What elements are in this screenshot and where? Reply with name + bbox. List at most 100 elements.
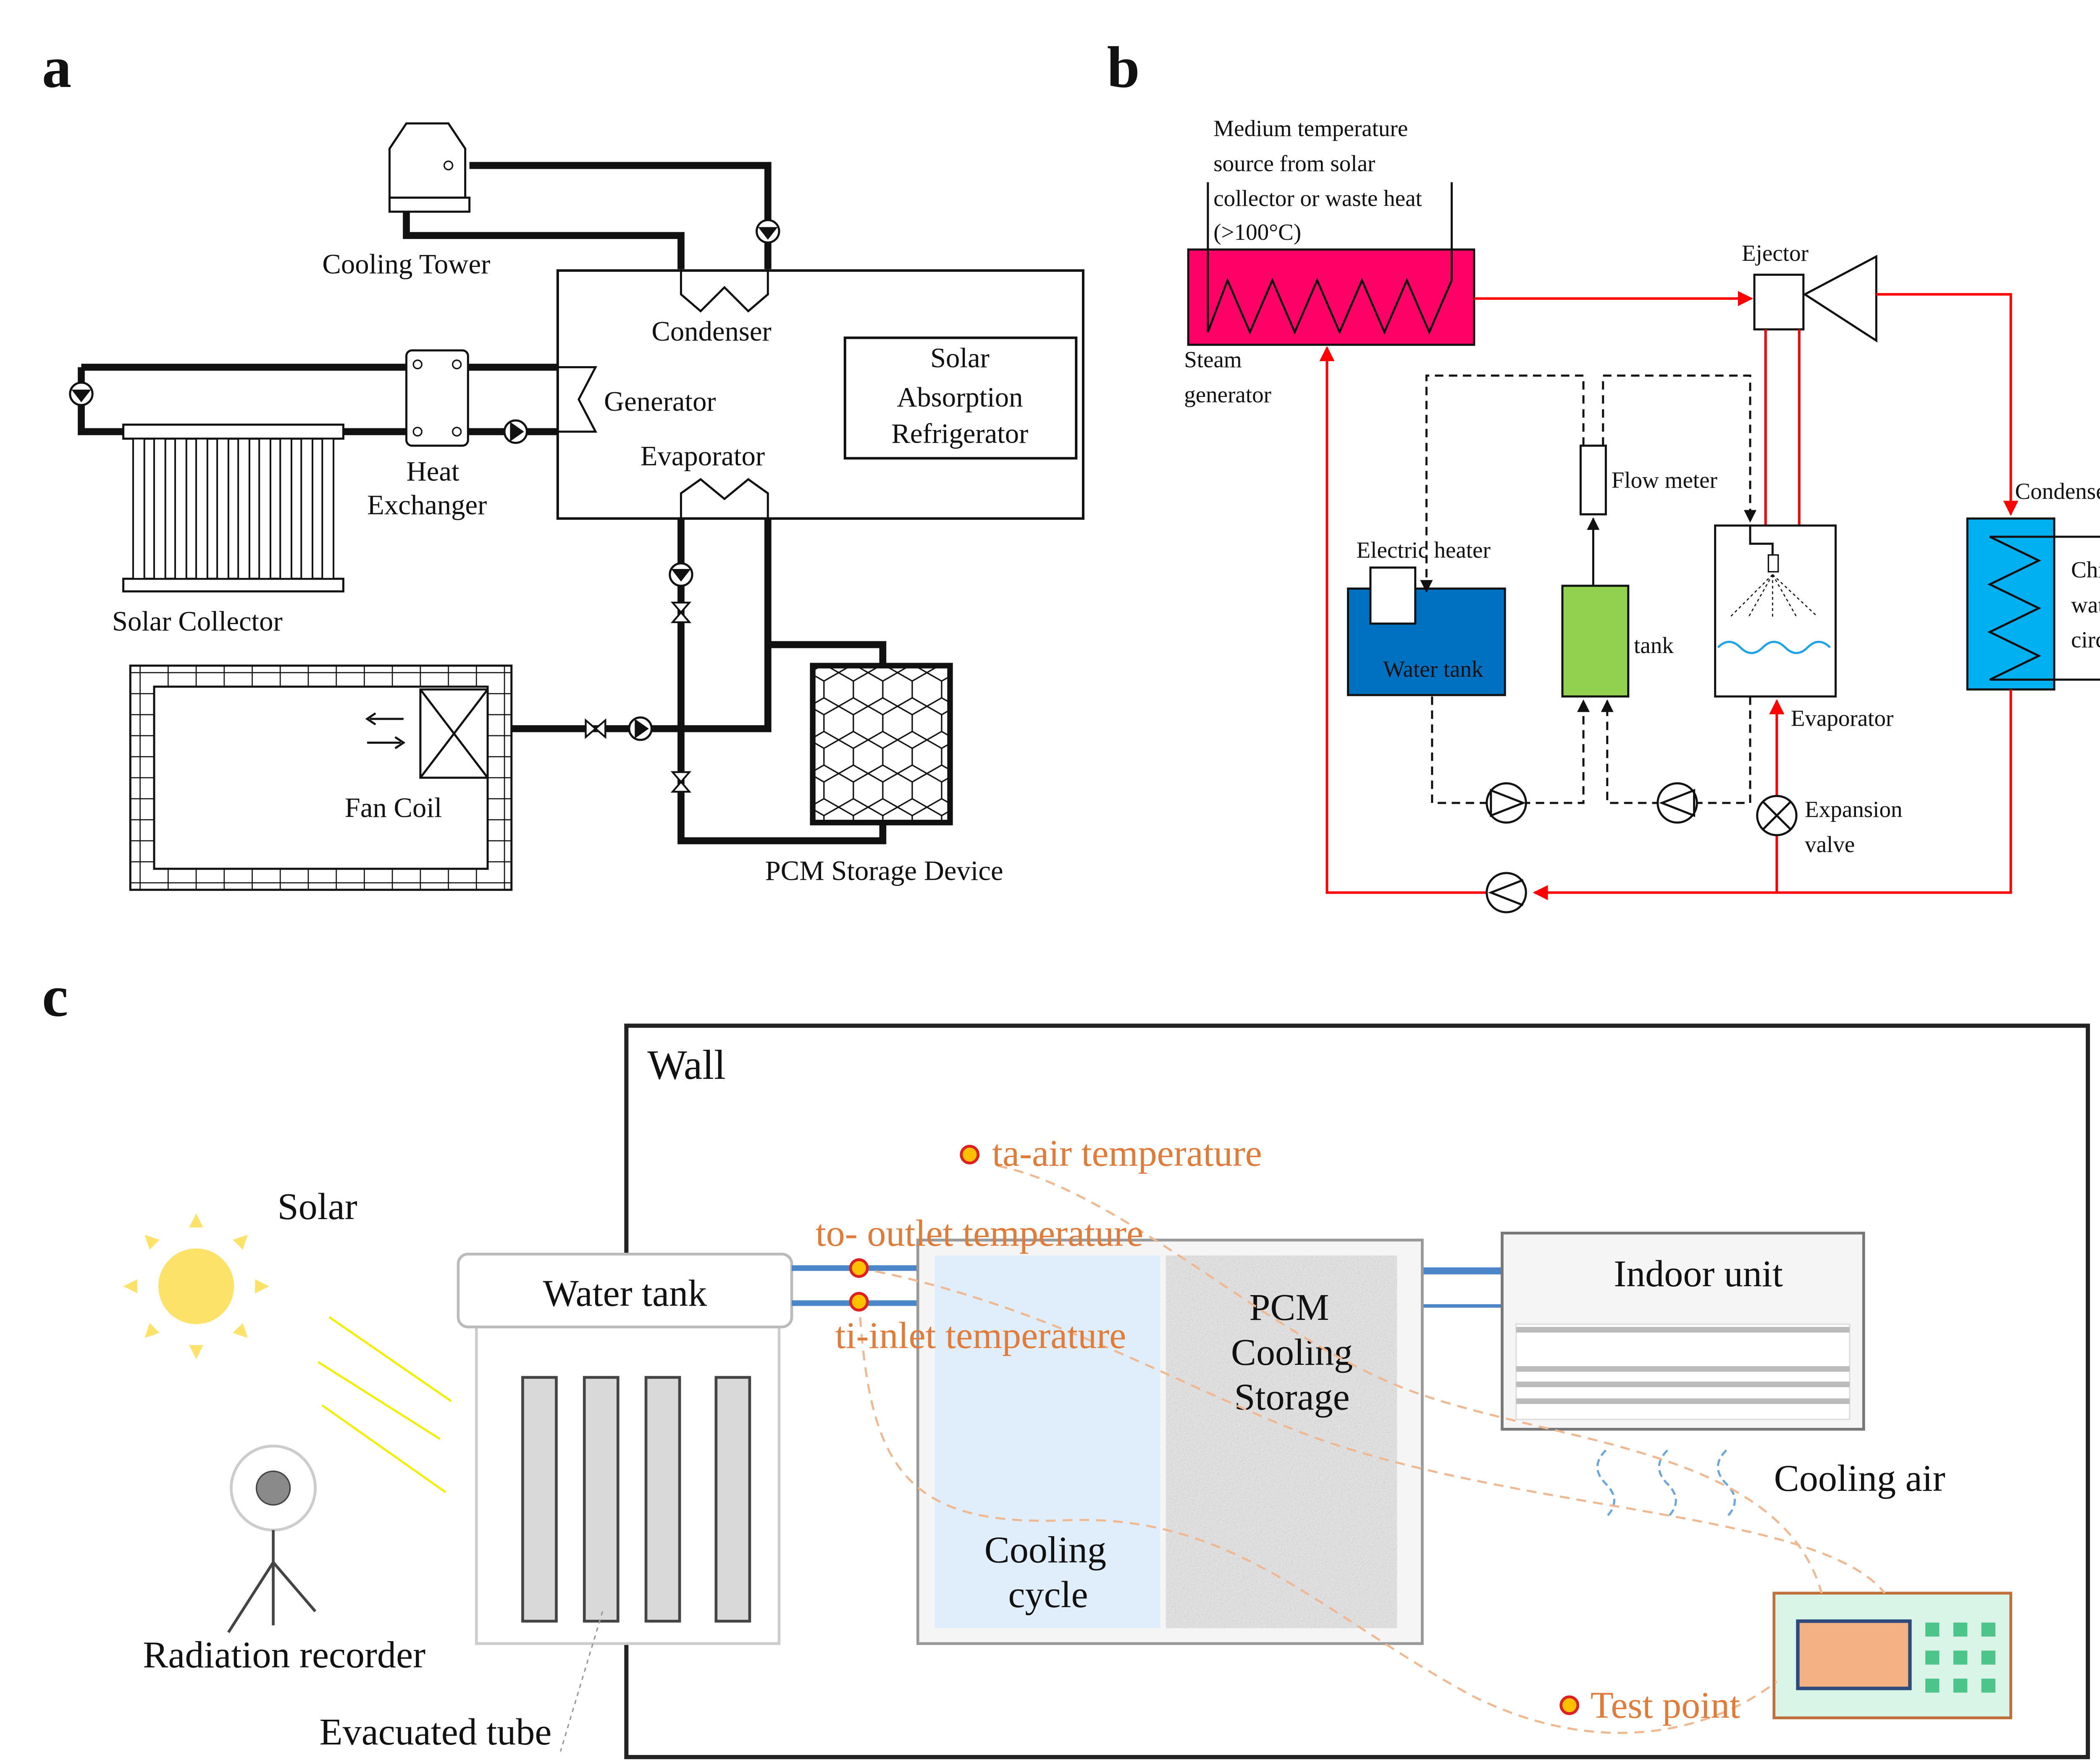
logger-button <box>1925 1679 1940 1693</box>
evaporator-icon <box>680 478 769 519</box>
sensor-point-icon <box>960 1145 980 1165</box>
panel-c-label: c <box>42 964 68 1029</box>
source-label: (>100°C) <box>1213 219 1301 245</box>
radiation-recorder-label: Radiation recorder <box>143 1634 425 1676</box>
sensor-point-icon <box>849 1292 869 1312</box>
sensor-point-icon <box>1559 1695 1580 1715</box>
cooling-tower-icon <box>388 122 471 213</box>
sun-ray <box>123 1279 137 1293</box>
tank <box>1561 585 1630 698</box>
condenser <box>1966 517 2055 691</box>
pump-icon <box>756 219 780 244</box>
pump-icon <box>1486 872 1527 913</box>
heat-exchanger-label: Heat <box>407 456 459 487</box>
collector-tube <box>153 438 166 580</box>
panel-b: b Medium temperature source from solar c… <box>1107 35 2100 913</box>
wall-label: Wall <box>647 1041 725 1088</box>
heat-exchanger-label: Exchanger <box>367 490 487 521</box>
sunlight-arrows-icon <box>318 1316 452 1493</box>
pcm-label: PCM <box>1249 1287 1329 1328</box>
source-label: Medium temperature <box>1213 115 1408 141</box>
solar-label: Solar <box>278 1186 357 1228</box>
pcm-label: Cooling <box>1231 1332 1353 1373</box>
inlet-temperature-label: ti-inlet temperature <box>835 1315 1126 1356</box>
collector-tube <box>216 438 229 580</box>
pump-icon <box>69 381 94 406</box>
panel-a: a Cooling Tower Condenser Solar Absorpti… <box>42 35 1084 891</box>
flow-meter-icon <box>1579 444 1607 516</box>
flow-meter-label: Flow meter <box>1612 467 1717 493</box>
water-tank-label: Water tank <box>543 1273 707 1314</box>
electric-heater-label: Electric heater <box>1357 537 1491 563</box>
source-label: collector or waste heat <box>1213 186 1422 211</box>
collector-tube <box>132 438 145 580</box>
logger-button <box>1953 1679 1968 1693</box>
refrigerator-label: Absorption <box>897 382 1023 413</box>
collector-tube <box>321 438 335 580</box>
electric-heater-icon <box>1369 566 1417 625</box>
pump-icon <box>1486 782 1527 824</box>
valve-icon <box>670 601 692 623</box>
panel-c: c Wall Solar Radiation recorder Water ta… <box>42 964 2090 1760</box>
condenser-label: Condenser <box>2015 478 2100 504</box>
refrigerator-label: Refrigerator <box>891 419 1028 449</box>
cooling-air-icon <box>1596 1449 1736 1519</box>
water-tank-label: Water tank <box>1383 656 1483 682</box>
pump-icon <box>503 419 528 444</box>
logger-button <box>1981 1679 1995 1693</box>
sun-ray <box>144 1323 160 1338</box>
logger-button <box>1981 1650 1995 1665</box>
steam-generator-label: Steam <box>1184 346 1242 372</box>
logger-button <box>1953 1622 1968 1637</box>
sun-ray <box>233 1235 248 1250</box>
solar-collector-label: Solar Collector <box>112 606 283 637</box>
collector-tube <box>279 438 292 580</box>
panel-b-label: b <box>1107 35 1140 100</box>
pcm-storage-label: PCM Storage Device <box>765 855 1003 886</box>
cooling-cycle-label: cycle <box>1008 1574 1088 1616</box>
collector-tube <box>258 438 271 580</box>
absorption-unit <box>556 269 1084 520</box>
logger-button <box>1981 1622 1995 1637</box>
logger-button <box>1925 1622 1940 1637</box>
water-tank <box>457 1252 793 1329</box>
cooling-cycle-region <box>934 1255 1160 1629</box>
expansion-valve-label: valve <box>1805 831 1855 857</box>
collector-tube <box>237 438 250 580</box>
refrigerator-box <box>843 336 1078 460</box>
sensor-wires <box>858 1165 1886 1734</box>
sun-ray <box>144 1235 160 1250</box>
fan-coil-label: Fan Coil <box>345 792 442 823</box>
condenser-icon <box>680 269 769 313</box>
heat-exchanger-icon <box>405 349 469 447</box>
fan-coil-icon <box>365 688 489 779</box>
ejector-icon <box>1753 254 1877 343</box>
expansion-valve-icon <box>1756 795 1798 837</box>
cooling-tower-label: Cooling Tower <box>322 249 490 280</box>
sun-ray <box>233 1323 248 1338</box>
test-point-label: Test point <box>1591 1685 1740 1726</box>
collector-tube <box>300 438 314 580</box>
sun-icon <box>123 1213 269 1359</box>
condenser-coil-icon <box>1987 535 2100 681</box>
sensor-point-icon <box>849 1258 869 1278</box>
evacuated-tube-label: Evacuated tube <box>320 1711 552 1753</box>
pump-icon <box>669 562 693 587</box>
grille <box>1516 1327 1850 1404</box>
cooling-air-label: Cooling air <box>1774 1458 1945 1499</box>
collector-tube <box>174 438 187 580</box>
logger-button <box>1953 1650 1968 1665</box>
source-label: source from solar <box>1213 150 1375 176</box>
radiation-recorder-icon <box>227 1445 317 1633</box>
heating-coil-icon <box>1207 182 1453 335</box>
pcm-label: Storage <box>1234 1377 1349 1418</box>
chilled-water-label: water <box>2071 592 2100 617</box>
chilled-water-label: Chilled <box>2071 557 2100 582</box>
refrigerator-label: Solar <box>930 343 990 373</box>
steam-generator-label: generator <box>1184 382 1271 407</box>
generator-icon <box>557 366 598 433</box>
indoor-unit-label: Indoor unit <box>1614 1253 1783 1295</box>
sun-ray <box>255 1279 269 1293</box>
solar-collector-icon <box>122 423 344 593</box>
